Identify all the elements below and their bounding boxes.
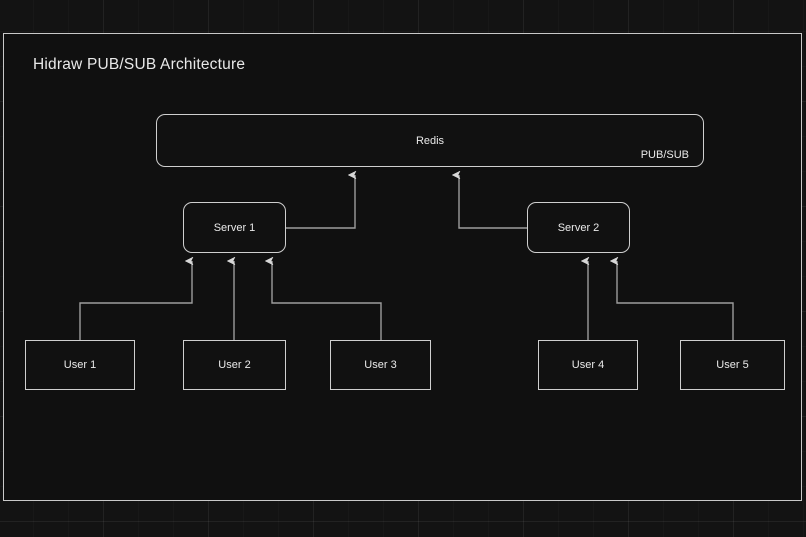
node-user-1[interactable]: User 1 — [25, 340, 135, 390]
diagram-frame — [3, 33, 802, 501]
node-server-1-label: Server 1 — [213, 221, 256, 234]
node-server-2[interactable]: Server 2 — [527, 202, 630, 253]
node-server-2-label: Server 2 — [557, 221, 600, 234]
node-server-1[interactable]: Server 1 — [183, 202, 286, 253]
node-user-3[interactable]: User 3 — [330, 340, 431, 390]
node-user-1-label: User 1 — [63, 359, 97, 371]
node-redis-badge: PUB/SUB — [640, 149, 689, 161]
node-user-4[interactable]: User 4 — [538, 340, 638, 390]
node-redis-label: Redis — [415, 135, 445, 147]
node-user-2[interactable]: User 2 — [183, 340, 286, 390]
node-user-2-label: User 2 — [218, 359, 251, 371]
node-user-3-label: User 3 — [364, 359, 397, 371]
diagram-title: Hidraw PUB/SUB Architecture — [33, 56, 246, 73]
node-user-5[interactable]: User 5 — [680, 340, 785, 390]
node-user-4-label: User 4 — [571, 359, 605, 371]
node-redis[interactable]: Redis PUB/SUB — [156, 114, 704, 167]
node-user-5-label: User 5 — [716, 359, 749, 371]
